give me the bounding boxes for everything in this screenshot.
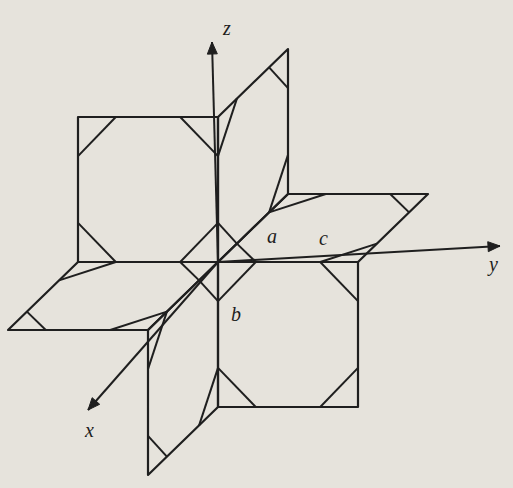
corner-cut <box>27 312 46 330</box>
corner-cut <box>218 223 237 244</box>
corner-cut <box>218 368 256 407</box>
corner-cut <box>110 312 167 330</box>
plane-face <box>218 262 358 407</box>
axis-label: z <box>222 18 232 38</box>
corner-cut <box>180 117 218 156</box>
corner-cut <box>390 194 409 212</box>
axis-label: x <box>84 420 95 440</box>
corner-cut <box>199 280 218 301</box>
corner-cut <box>180 262 199 280</box>
axis-arrowhead <box>488 242 500 252</box>
point-label: c <box>318 228 329 248</box>
corner-cut <box>218 262 256 301</box>
corner-cut <box>199 368 218 426</box>
corner-cut <box>269 194 326 212</box>
corner-cut <box>320 368 358 407</box>
axis-label: y <box>488 254 499 274</box>
axis-line <box>218 246 500 262</box>
point-label: b <box>230 304 242 324</box>
axis-arrowhead <box>207 42 217 54</box>
corner-cut <box>320 262 358 301</box>
plane-face <box>8 262 218 330</box>
point-label: a <box>266 226 278 246</box>
axis-arrowhead <box>88 398 100 410</box>
corner-cut <box>269 67 288 88</box>
corner-cut <box>78 223 116 262</box>
plane-face <box>78 117 218 262</box>
corner-cut <box>148 436 167 457</box>
plane-face <box>148 262 218 475</box>
axis-line <box>212 42 218 262</box>
corner-cut <box>180 223 218 262</box>
corner-cut <box>78 117 116 156</box>
axis-line <box>88 262 218 410</box>
corner-cut <box>218 99 237 157</box>
plane-face <box>218 49 288 262</box>
corner-cut <box>59 262 116 280</box>
